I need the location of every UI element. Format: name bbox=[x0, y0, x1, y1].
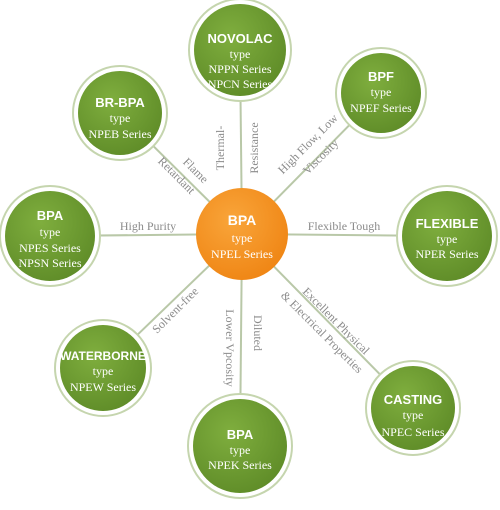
label-solvent-free: Solvent-free bbox=[149, 284, 201, 336]
node-bpf-circle bbox=[341, 53, 421, 133]
center-node-title: BPA bbox=[228, 212, 257, 228]
label-thermal-2: Resistance bbox=[247, 122, 261, 173]
node-waterborne-subtitle: type bbox=[93, 364, 114, 378]
node-bpa-left-series-1: NPES Series bbox=[19, 241, 81, 255]
center-node-series: NPEL Series bbox=[211, 247, 273, 261]
label-diluted: Diluted bbox=[251, 315, 265, 351]
node-bpa-left-series-2: NPSN Series bbox=[18, 256, 81, 270]
node-flexible-series-1: NPER Series bbox=[416, 247, 479, 261]
node-novolac-circle bbox=[194, 4, 286, 96]
node-brbpa-series-1: NPEB Series bbox=[89, 127, 152, 141]
center-node-subtitle: type bbox=[232, 231, 253, 245]
node-novolac: NOVOLAC type NPPN Series NPCN Series bbox=[188, 0, 292, 102]
node-flexible-title: FLEXIBLE bbox=[416, 216, 479, 231]
label-thermal-1: Thermal- bbox=[213, 126, 227, 171]
node-brbpa-title: BR-BPA bbox=[95, 95, 145, 110]
node-bpf-title: BPF bbox=[368, 69, 394, 84]
node-bpa-bottom-subtitle: type bbox=[230, 443, 251, 457]
node-bpf-series-1: NPEF Series bbox=[350, 101, 412, 115]
node-casting-circle bbox=[371, 366, 455, 450]
node-flexible-subtitle: type bbox=[437, 232, 458, 246]
node-bpa-left-circle bbox=[5, 191, 95, 281]
node-flexible-circle bbox=[402, 191, 492, 281]
node-bpa-left-subtitle: type bbox=[40, 225, 61, 239]
node-brbpa: BR-BPA type NPEB Series bbox=[72, 65, 168, 161]
node-bpa-bottom: BPA type NPEK Series bbox=[187, 393, 293, 499]
node-waterborne-series-1: NPEW Series bbox=[70, 380, 136, 394]
label-high-purity: High Purity bbox=[120, 219, 176, 233]
label-lower-vpcosity: Lower Vpcosity bbox=[223, 309, 237, 386]
node-casting-title: CASTING bbox=[384, 392, 443, 407]
node-brbpa-subtitle: type bbox=[110, 111, 131, 125]
node-bpa-bottom-title: BPA bbox=[227, 427, 254, 442]
label-flexible-tough: Flexible Tough bbox=[308, 219, 381, 233]
node-brbpa-circle bbox=[78, 71, 162, 155]
node-novolac-title: NOVOLAC bbox=[208, 31, 274, 46]
node-casting-series-1: NPEC Series bbox=[382, 425, 445, 439]
node-bpf: BPF type NPEF Series bbox=[335, 47, 427, 139]
node-flexible: FLEXIBLE type NPER Series bbox=[396, 185, 498, 287]
node-novolac-series-1: NPPN Series bbox=[208, 62, 271, 76]
node-bpa-left: BPA type NPES Series NPSN Series bbox=[0, 185, 101, 287]
node-casting-subtitle: type bbox=[403, 408, 424, 422]
node-bpa-bottom-circle bbox=[193, 399, 287, 493]
node-waterborne: WATERBORNE type NPEW Series bbox=[54, 319, 152, 417]
node-bpa-bottom-series-1: NPEK Series bbox=[208, 458, 272, 472]
node-waterborne-circle bbox=[60, 325, 146, 411]
node-waterborne-title: WATERBORNE bbox=[60, 349, 146, 363]
node-bpf-subtitle: type bbox=[371, 85, 392, 99]
node-novolac-subtitle: type bbox=[230, 47, 251, 61]
node-bpa-left-title: BPA bbox=[37, 208, 64, 223]
center-node-circle bbox=[196, 188, 288, 280]
node-novolac-series-2: NPCN Series bbox=[208, 77, 273, 91]
node-casting: CASTING type NPEC Series bbox=[365, 360, 461, 456]
center-node-bpa: BPA type NPEL Series bbox=[196, 188, 288, 280]
